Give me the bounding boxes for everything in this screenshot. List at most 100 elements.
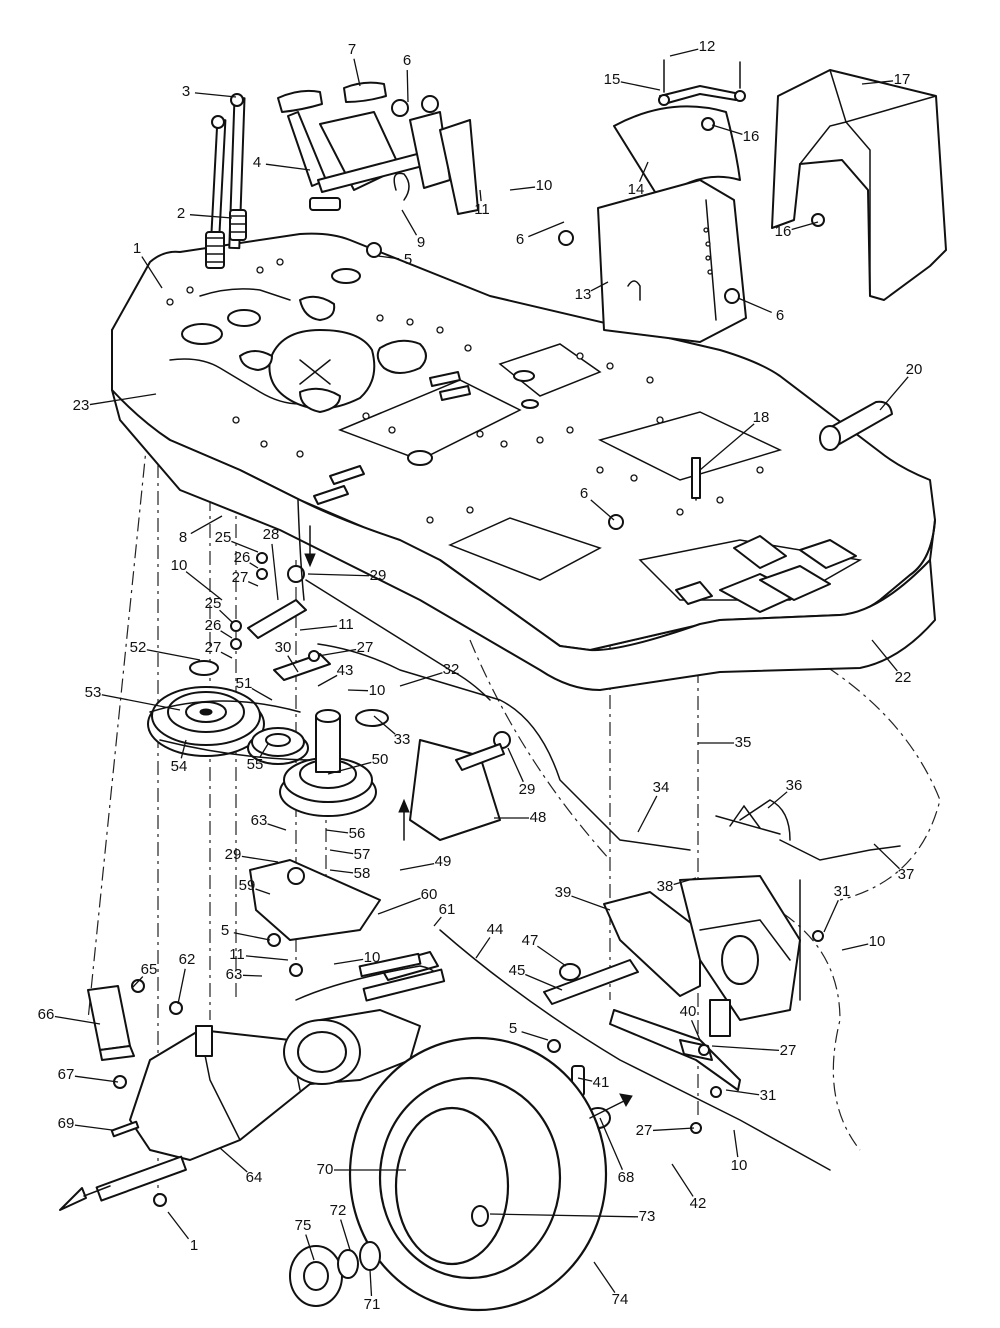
callout-c47: 47 bbox=[522, 932, 539, 949]
callout-c11a: 11 bbox=[474, 201, 490, 218]
direction-arrows bbox=[304, 525, 633, 1119]
callout-c27a: 27 bbox=[232, 569, 249, 586]
leader-c73 bbox=[489, 1213, 639, 1218]
leader-c52 bbox=[146, 649, 201, 661]
leader-c11c bbox=[245, 955, 289, 961]
leader-c2 bbox=[189, 214, 233, 219]
leader-c27d bbox=[711, 1045, 780, 1052]
pulley-assembly bbox=[147, 660, 389, 817]
leader-c29b bbox=[507, 747, 524, 783]
callout-c10f: 10 bbox=[731, 1157, 748, 1174]
transaxle bbox=[59, 968, 446, 1211]
leader-c49 bbox=[399, 863, 435, 871]
callout-c14: 14 bbox=[628, 181, 645, 198]
leader-c6b bbox=[528, 221, 565, 238]
callout-c63b: 63 bbox=[226, 966, 243, 983]
leader-c4 bbox=[265, 163, 311, 171]
callout-c26a: 26 bbox=[234, 549, 251, 566]
callout-c50: 50 bbox=[372, 751, 389, 768]
callout-c29c: 29 bbox=[225, 846, 242, 863]
leader-c55 bbox=[259, 743, 269, 758]
leader-c1a bbox=[141, 256, 163, 289]
leader-c18 bbox=[699, 423, 755, 471]
callout-c4: 4 bbox=[253, 154, 261, 171]
callout-c15: 15 bbox=[604, 71, 621, 88]
callout-c36: 36 bbox=[786, 777, 803, 794]
leader-c56 bbox=[325, 829, 349, 834]
callout-c31b: 31 bbox=[760, 1087, 777, 1104]
callout-c5c: 5 bbox=[509, 1020, 517, 1037]
callout-c67: 67 bbox=[58, 1066, 75, 1083]
leader-c54 bbox=[180, 739, 187, 759]
callout-c72: 72 bbox=[330, 1202, 347, 1219]
callout-c43: 43 bbox=[337, 662, 354, 679]
callout-c16b: 16 bbox=[775, 223, 792, 240]
callout-c29a: 29 bbox=[370, 567, 387, 584]
callout-c54: 54 bbox=[171, 758, 188, 775]
callout-c66: 66 bbox=[38, 1006, 55, 1023]
leader-c5c bbox=[521, 1031, 549, 1041]
callout-c60: 60 bbox=[421, 886, 438, 903]
callout-c48: 48 bbox=[530, 809, 547, 826]
callout-c62: 62 bbox=[179, 951, 196, 968]
callout-c10c: 10 bbox=[369, 682, 386, 699]
callout-c31a: 31 bbox=[834, 883, 851, 900]
leader-c16a bbox=[711, 124, 743, 135]
leader-c42 bbox=[671, 1163, 694, 1197]
callout-c17: 17 bbox=[894, 71, 911, 88]
callout-c10b: 10 bbox=[171, 557, 188, 574]
leader-c5b bbox=[233, 932, 271, 941]
callout-c28: 28 bbox=[263, 526, 280, 543]
leader-c29c bbox=[241, 855, 279, 863]
callout-c69: 69 bbox=[58, 1115, 75, 1132]
leader-c57 bbox=[329, 849, 354, 855]
leader-c23 bbox=[89, 393, 157, 406]
leader-c27c bbox=[317, 648, 357, 657]
leader-c31b bbox=[725, 1089, 760, 1096]
leader-c38 bbox=[673, 877, 697, 886]
leader-c26a bbox=[249, 562, 259, 569]
dash-panel-parts bbox=[558, 59, 947, 343]
callout-c6d: 6 bbox=[580, 485, 588, 502]
leader-c6a bbox=[406, 69, 409, 103]
leader-c45 bbox=[525, 973, 563, 991]
callout-c23: 23 bbox=[73, 397, 90, 414]
callout-c6b: 6 bbox=[516, 231, 524, 248]
callout-c25a: 25 bbox=[215, 529, 232, 546]
callout-c10d: 10 bbox=[869, 933, 886, 950]
callout-c3: 3 bbox=[182, 83, 190, 100]
leader-c53 bbox=[101, 694, 181, 711]
callout-c27d: 27 bbox=[780, 1042, 797, 1059]
callout-c29b: 29 bbox=[519, 781, 536, 798]
leader-c10a bbox=[509, 186, 536, 191]
callout-c10e: 10 bbox=[364, 949, 381, 966]
callout-c57: 57 bbox=[354, 846, 371, 863]
leader-c25b bbox=[219, 609, 233, 623]
callout-c64: 64 bbox=[246, 1169, 263, 1186]
callout-c71: 71 bbox=[364, 1296, 381, 1313]
callout-c9: 9 bbox=[417, 234, 425, 251]
leader-c29a bbox=[307, 573, 370, 577]
leader-c43 bbox=[317, 674, 338, 687]
callout-c73: 73 bbox=[639, 1208, 656, 1225]
leader-c34 bbox=[637, 795, 658, 833]
leader-c12 bbox=[669, 48, 699, 57]
callout-c27e: 27 bbox=[636, 1122, 653, 1139]
leader-c37 bbox=[873, 843, 900, 870]
callout-c41: 41 bbox=[593, 1074, 610, 1091]
leader-c60 bbox=[377, 897, 421, 915]
callout-c13: 13 bbox=[575, 286, 592, 303]
leader-c9 bbox=[401, 209, 418, 236]
callout-c38: 38 bbox=[657, 878, 674, 895]
callout-c61: 61 bbox=[439, 901, 456, 918]
leader-c58 bbox=[329, 869, 354, 874]
callout-c16a: 16 bbox=[743, 128, 760, 145]
callout-c5a: 5 bbox=[404, 251, 412, 268]
leader-c71 bbox=[369, 1269, 373, 1297]
leader-c15 bbox=[620, 81, 661, 91]
callout-c58: 58 bbox=[354, 865, 371, 882]
callout-c56: 56 bbox=[349, 825, 366, 842]
callout-c11b: 11 bbox=[338, 616, 354, 633]
leader-c39 bbox=[571, 895, 611, 911]
callout-c20: 20 bbox=[906, 361, 923, 378]
